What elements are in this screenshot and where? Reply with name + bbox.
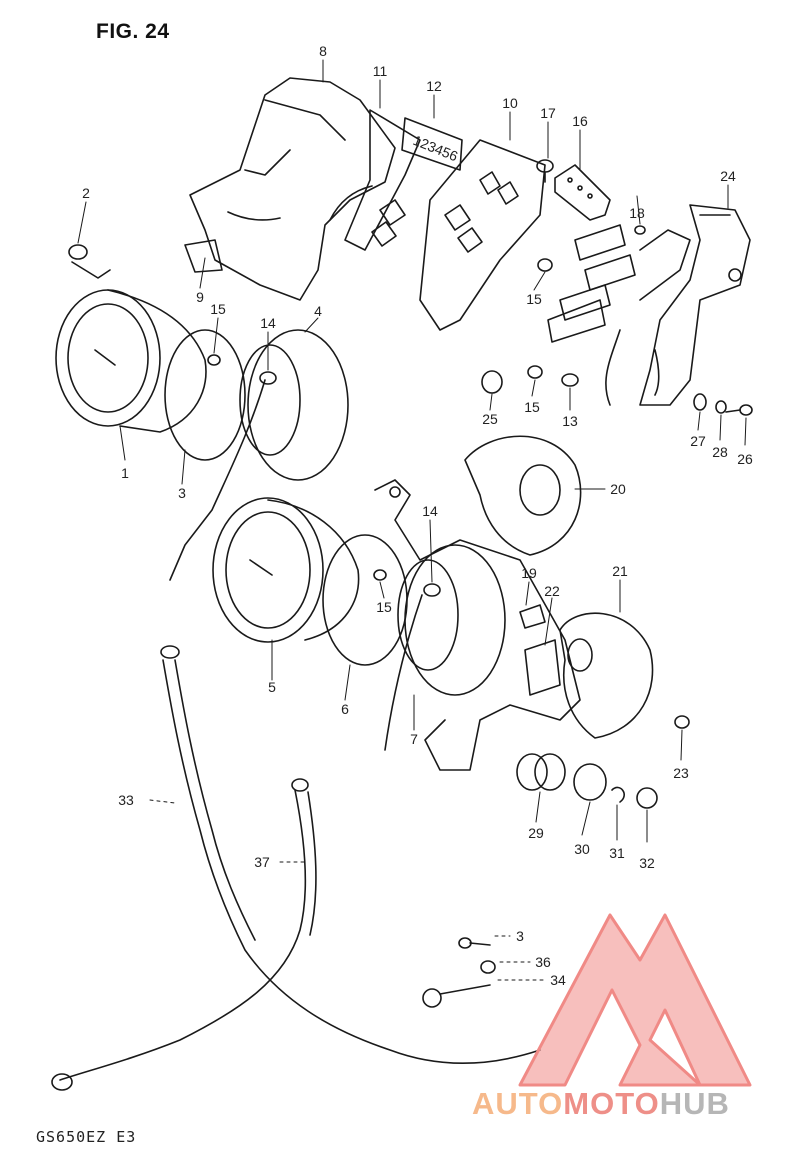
- part-10-indicator-body: [419, 139, 546, 331]
- part-25-cushion: [481, 370, 503, 394]
- callout-15d: 15: [526, 291, 542, 307]
- part-15d-bushing: [537, 258, 553, 272]
- part-35-screw: [458, 937, 491, 949]
- part-1-speedometer: [55, 289, 207, 433]
- callout-2: 2: [82, 185, 90, 201]
- figure-title: FIG. 24: [96, 20, 170, 43]
- watermark-text: AUTOMOTOHUB: [472, 1086, 730, 1122]
- callout-20: 20: [610, 481, 626, 497]
- callout-27: 27: [690, 433, 706, 449]
- part-36-nut: [480, 960, 496, 974]
- part-18-screw: [634, 225, 646, 235]
- callout-1: 1: [121, 465, 129, 481]
- part-3-gasket: [164, 329, 246, 461]
- callout-14a: 14: [260, 315, 276, 331]
- part-19-pad: [519, 604, 546, 629]
- part-30-washer: [573, 763, 607, 801]
- part-34-bolt: [422, 984, 491, 1008]
- watermark-logo-icon: [518, 913, 752, 1087]
- callout-34: 34: [550, 972, 566, 988]
- callout-21: 21: [612, 563, 628, 579]
- callout-9: 9: [196, 289, 204, 305]
- callout-19: 19: [521, 565, 537, 581]
- part-29-cushion: [516, 753, 566, 791]
- part-27-washer: [693, 393, 707, 411]
- mounting-plate: [374, 479, 581, 771]
- watermark-part-hub: HUB: [659, 1086, 730, 1121]
- part-32-nut: [636, 787, 658, 809]
- callout-13: 13: [562, 413, 578, 429]
- part-4-case: [239, 329, 349, 481]
- part-5-tachometer: [212, 497, 360, 643]
- part-16-light-board: [554, 164, 611, 221]
- callout-30: 30: [574, 841, 590, 857]
- part-17-bulb: [536, 159, 554, 183]
- callout-10: 10: [502, 95, 518, 111]
- part-7-case: [384, 544, 506, 751]
- part-2-grommet: [68, 244, 111, 279]
- callout-11: 11: [373, 63, 388, 79]
- part-13-bulb-sockets: [547, 224, 691, 406]
- callout-12: 12: [426, 78, 442, 94]
- callout-35: 3: [516, 928, 524, 944]
- part-14b-socket: [423, 583, 441, 597]
- callout-29: 29: [528, 825, 544, 841]
- model-code: GS650EZ E3: [36, 1128, 137, 1146]
- part-20-cover: [464, 435, 582, 556]
- part-15c-bushing: [373, 569, 387, 581]
- watermark-part-moto: MOTO: [563, 1086, 660, 1121]
- callout-31: 31: [609, 845, 625, 861]
- callout-15c: 15: [376, 599, 392, 615]
- callout-7: 7: [410, 731, 418, 747]
- callout-28: 28: [712, 444, 728, 460]
- callout-17: 17: [540, 105, 556, 121]
- callout-32: 32: [639, 855, 655, 871]
- callout-8: 8: [319, 43, 327, 59]
- part-15b-bushing: [527, 365, 543, 379]
- callout-24: 24: [720, 168, 736, 184]
- callout-18: 18: [629, 205, 645, 221]
- watermark-part-auto: AUTO: [472, 1086, 564, 1121]
- callout-labels: 8 11 12 10 17 16 24 2 9 15 14 4 18 15 25…: [82, 43, 753, 988]
- part-15a-bushing: [207, 354, 221, 366]
- part-14a-socket: [169, 371, 277, 581]
- callout-6: 6: [341, 701, 349, 717]
- part-13b-bulb: [561, 373, 579, 387]
- part-31-lockwasher: [611, 786, 625, 803]
- callout-16: 16: [572, 113, 588, 129]
- callout-37: 37: [254, 854, 270, 870]
- part-12-indicator-plate: [401, 117, 463, 171]
- callout-4: 4: [314, 303, 322, 319]
- callout-3: 3: [178, 485, 186, 501]
- part-21-cover: [559, 612, 654, 739]
- part-8-cover: [189, 77, 396, 301]
- part-37-tachometer-cable: [51, 778, 317, 1091]
- callout-14b: 14: [422, 503, 438, 519]
- callout-33: 33: [118, 792, 134, 808]
- callout-5: 5: [268, 679, 276, 695]
- callout-15a: 15: [210, 301, 226, 317]
- part-11-indicator-case: [344, 109, 421, 251]
- part-28-washer: [715, 400, 727, 414]
- part-6-gasket: [322, 534, 408, 666]
- leader-lines: [77, 59, 747, 981]
- callout-23: 23: [673, 765, 689, 781]
- part-9-clip: [184, 239, 223, 273]
- callout-36: 36: [535, 954, 551, 970]
- part-23-nut: [674, 715, 690, 729]
- callout-15b: 15: [524, 399, 540, 415]
- part-24-bracket: [639, 204, 751, 406]
- part-22-damper: [524, 639, 561, 696]
- callout-26: 26: [737, 451, 753, 467]
- part-33-speedometer-cable: [160, 645, 541, 1064]
- callout-25: 25: [482, 411, 498, 427]
- callout-22: 22: [544, 583, 560, 599]
- part-26-screw: [725, 404, 753, 416]
